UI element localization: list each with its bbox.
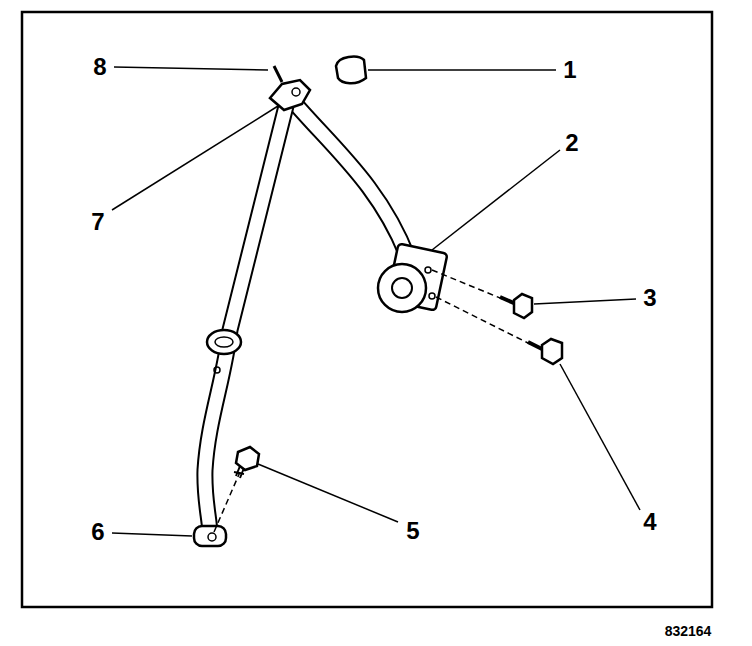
- callout-number: 1: [563, 58, 576, 82]
- leader-line: [112, 533, 192, 536]
- callout-number: 5: [406, 519, 419, 543]
- belt-guide-slot: [215, 337, 233, 347]
- leader-line: [112, 106, 278, 210]
- callout-number: 4: [643, 510, 656, 534]
- retractor-hub: [392, 278, 412, 298]
- callout-number: 3: [643, 286, 656, 310]
- anchor-bolt-thread: [234, 466, 244, 478]
- turning-loop: [270, 80, 310, 110]
- assembly-line: [432, 270, 505, 300]
- turning-loop-bolt: [274, 66, 282, 82]
- leader-line: [560, 364, 640, 510]
- callout-number: 6: [91, 520, 104, 544]
- retractor-hole: [429, 293, 435, 299]
- callout-number: 2: [565, 131, 578, 155]
- retractor-bolt-head: [542, 339, 562, 364]
- retractor-spool: [378, 264, 426, 312]
- anchor-hole: [208, 533, 216, 541]
- callout-number: 7: [91, 210, 104, 234]
- belt-guide-loop: [207, 330, 241, 354]
- assembly-line: [214, 472, 240, 532]
- leader-line: [258, 464, 398, 522]
- retractor-bolt-head: [514, 294, 532, 318]
- leader-line: [114, 67, 268, 70]
- leader-line: [432, 150, 560, 250]
- bolt-cover: [336, 57, 366, 84]
- anchor-plate: [194, 526, 226, 546]
- upper-webbing-fill: [292, 100, 408, 258]
- leader-line: [368, 69, 556, 71]
- figure-frame: [22, 12, 712, 607]
- retractor-hole: [425, 267, 431, 273]
- callout-number: 8: [93, 55, 106, 79]
- webbing-stitch: [214, 367, 220, 373]
- turning-loop-hole: [292, 88, 300, 96]
- leader-line: [534, 299, 636, 304]
- figure-number: 832164: [665, 624, 712, 638]
- leader-lines: [112, 67, 640, 536]
- upper-webbing: [292, 100, 408, 258]
